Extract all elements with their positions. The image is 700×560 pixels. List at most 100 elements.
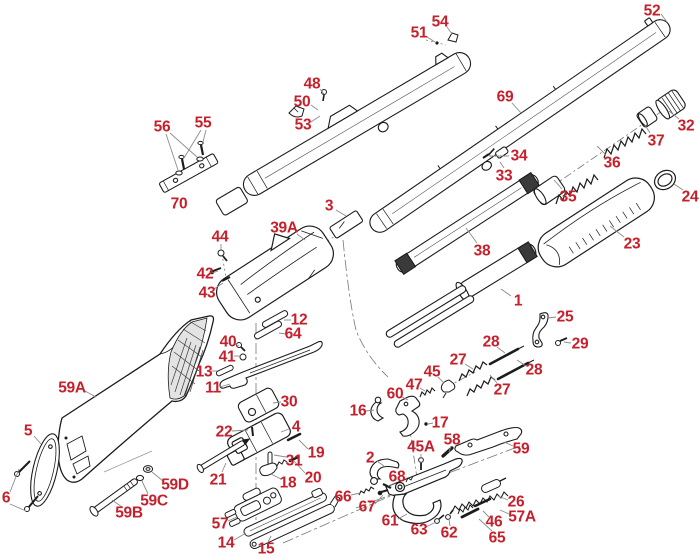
part-51-pin: [435, 41, 439, 45]
leader-58-61: [448, 445, 452, 453]
part-30-locking-block: [237, 387, 280, 423]
part-label-47-56: 47: [405, 376, 423, 394]
part-label-58-61: 58: [443, 431, 461, 449]
part-24-barrel-collar: [653, 169, 677, 191]
part-label-55-8: 55: [194, 114, 212, 132]
leader-63-67: [425, 521, 437, 528]
part-40-screw: [236, 342, 246, 352]
leader-39A-20: [296, 233, 306, 241]
part-label-62-68: 62: [440, 524, 458, 542]
leader-35-15: [553, 179, 563, 190]
part-26-plunger: [481, 477, 507, 493]
part-23-forend: [537, 177, 655, 268]
leader-32-10: [668, 110, 680, 120]
leader-60-57: [401, 396, 409, 401]
leader-55-8: [202, 129, 207, 143]
leader-64-25: [278, 332, 287, 335]
part-label-4-33: 4: [291, 418, 301, 436]
part-label-66-47: 66: [334, 488, 352, 506]
part-label-70-9: 70: [170, 195, 188, 213]
part-label-64-25: 64: [284, 325, 302, 343]
part-69-barrel: [369, 17, 671, 233]
part-label-37-11: 37: [647, 132, 665, 150]
part-13-pin: [215, 364, 234, 377]
part-65-pin: [460, 507, 480, 519]
leader-38-18: [465, 227, 478, 244]
part-label-12-24: 12: [290, 311, 308, 329]
part-59-stock-plate: [454, 426, 523, 456]
leader-45-55: [437, 376, 445, 384]
part-label-59-62: 59: [512, 440, 530, 458]
part-59B-stock-bolt: [89, 478, 138, 517]
part-48-sight-screw: [321, 89, 327, 102]
part-label-25-49: 25: [556, 308, 574, 326]
part-67-pin: [377, 489, 389, 496]
leader-59C-42: [141, 480, 149, 495]
leader-55-8: [183, 129, 202, 159]
leader-59B-43: [111, 499, 123, 508]
part-label-45A-60: 45A: [407, 438, 435, 456]
leader-42-22: [211, 270, 219, 274]
part-22-pin: [251, 426, 254, 437]
part-label-16-58: 16: [349, 402, 367, 420]
part-38-magazine-tube: [394, 171, 541, 276]
leader-27-52: [464, 363, 474, 370]
part-label-18-40: 18: [279, 474, 297, 492]
part-label-29-50: 29: [571, 335, 589, 353]
part-label-30-30: 30: [280, 393, 298, 411]
part-label-51-2: 51: [410, 24, 428, 42]
part-label-32-10: 32: [677, 117, 695, 135]
part-15-guide-bar: [249, 495, 341, 549]
part-label-59C-42: 59C: [140, 492, 168, 510]
part-41-bushing: [239, 353, 247, 361]
leader-18-40: [270, 473, 282, 480]
leader-53-6: [310, 115, 321, 123]
stock-checkering: [167, 317, 208, 400]
part-64-pin: [254, 320, 282, 340]
leader-17-59: [427, 422, 434, 425]
part-label-11-29: 11: [205, 379, 221, 397]
part-label-5-36: 5: [23, 422, 33, 440]
part-18-extractor: [259, 459, 288, 477]
leader-31-35: [273, 454, 287, 458]
part-68-pin: [382, 483, 392, 489]
part-3-barrel-bracket: [329, 210, 364, 239]
leader-40-26: [234, 343, 240, 347]
leader-59A-31: [84, 390, 97, 398]
part-34-pin: [482, 153, 490, 159]
leader-22-32: [231, 429, 249, 432]
part-37-bushing: [636, 106, 658, 128]
part-59D-washer: [142, 465, 154, 473]
leader-23-17: [609, 225, 625, 238]
part-label-27-52: 27: [449, 351, 467, 369]
part-label-26-69: 26: [507, 493, 525, 511]
part-label-28-53: 28: [525, 361, 543, 379]
part-32-magazine-plug: [655, 89, 686, 120]
leader-68-64: [387, 482, 396, 487]
leader-28-51: [496, 346, 506, 354]
part-21-firing-pin: [196, 438, 251, 474]
part-label-36-12: 36: [603, 154, 621, 172]
leader-16-58: [365, 409, 375, 412]
leader-57A-70: [499, 509, 510, 515]
part-label-41-27: 41: [218, 348, 236, 366]
part-label-24-16: 24: [681, 188, 699, 206]
part-label-13-28: 13: [195, 363, 213, 381]
part-36-magazine-spring: [555, 127, 647, 205]
part-66-spring: [358, 486, 375, 496]
leader-66-47: [350, 492, 361, 496]
leader-54-1: [446, 26, 453, 35]
part-label-39A-20: 39A: [270, 219, 298, 237]
part-label-38-18: 38: [473, 242, 491, 260]
leader-6-37: [9, 468, 20, 493]
part-label-3-19: 3: [324, 197, 334, 215]
part-label-59B-43: 59B: [115, 504, 143, 522]
part-label-60-57: 60: [386, 385, 404, 403]
part-1-action-slide: [385, 241, 538, 348]
part-label-17-59: 17: [431, 414, 449, 432]
leader-69-3: [511, 102, 522, 114]
part-label-6-37: 6: [1, 489, 11, 507]
part-label-34-13: 34: [510, 147, 528, 165]
part-label-22-32: 22: [215, 423, 233, 441]
